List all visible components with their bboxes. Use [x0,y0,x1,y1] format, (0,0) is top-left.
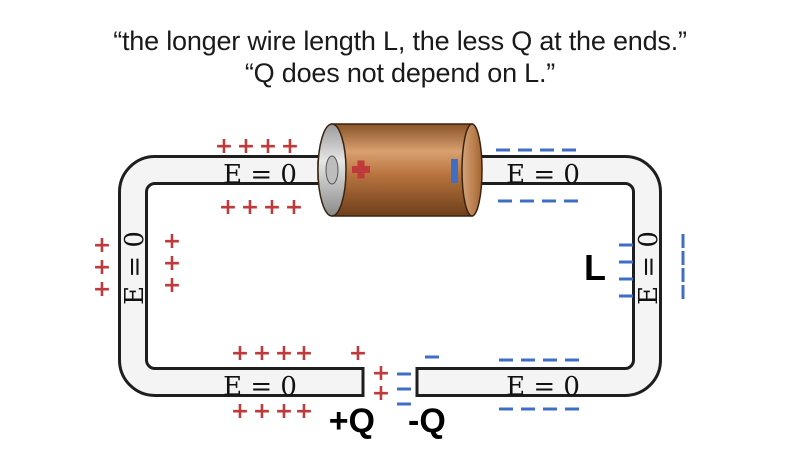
positive-charge: + [259,134,277,159]
positive-charge: + [163,251,181,276]
negative-charge [521,358,535,362]
positive-charge: + [163,229,181,254]
negative-charge [681,268,685,282]
negative-charge [542,199,556,203]
negative-charge [543,358,557,362]
negative-charge [425,355,439,359]
positive-charge: + [275,399,293,424]
negative-charge [499,358,513,362]
length-label: L [584,247,606,288]
negative-charge [499,407,513,411]
field-label-bottom-left: E = 0 [223,372,297,402]
charge-label-positive: +Q [329,402,375,440]
quote-line-1: “the longer wire length L, the less Q at… [113,26,687,56]
negative-charge [520,199,534,203]
positive-charge: + [231,341,249,366]
positive-charge: + [372,361,390,386]
positive-charge: + [349,341,367,366]
field-label-bottom-right: E = 0 [506,372,580,402]
negative-charge [564,199,578,203]
battery [317,123,483,217]
negative-charge [681,251,685,265]
negative-charge [543,407,557,411]
negative-charge [619,294,633,298]
positive-charge: + [215,134,233,159]
negative-charge [397,387,411,391]
positive-charge: + [281,134,299,159]
negative-charge [496,148,510,152]
positive-charge: + [253,341,271,366]
negative-charge [681,234,685,248]
positive-charge: + [219,195,237,220]
positive-charge: + [93,277,111,302]
positive-charge: + [253,399,271,424]
negative-charge [565,358,579,362]
positive-charge: + [241,195,259,220]
negative-charge [521,407,535,411]
positive-charge: + [163,273,181,298]
battery-minus-mark [451,159,458,183]
field-label-top-right: E = 0 [506,160,580,190]
positive-charge: + [237,134,255,159]
positive-charge: + [372,381,390,406]
negative-charge [397,402,411,406]
positive-charge: + [263,195,281,220]
negative-charge [619,277,633,281]
positive-charge: + [295,341,313,366]
negative-charge [562,148,576,152]
battery-plus-v [357,160,365,179]
positive-charge: + [231,399,249,424]
field-label-right: E = 0 [634,231,664,305]
positive-charge: + [93,233,111,258]
negative-charge [681,285,685,299]
positive-charge: + [295,399,313,424]
negative-charge [540,148,554,152]
field-label-left: E = 0 [120,231,150,305]
negative-charge [565,407,579,411]
surface-charges: +++++++++++++++++++++++++ [93,134,685,424]
battery-end [461,123,483,217]
negative-charge [518,148,532,152]
wire-loop [118,155,662,397]
quote-line-2: “Q does not depend on L.” [244,58,556,88]
negative-charge [619,260,633,264]
field-label-top-left: E = 0 [223,160,297,190]
negative-charge [619,243,633,247]
negative-charge [498,199,512,203]
positive-charge: + [285,195,303,220]
positive-charge: + [275,341,293,366]
negative-charge [397,372,411,376]
positive-charge: + [93,255,111,280]
charge-label-negative: -Q [408,402,446,440]
